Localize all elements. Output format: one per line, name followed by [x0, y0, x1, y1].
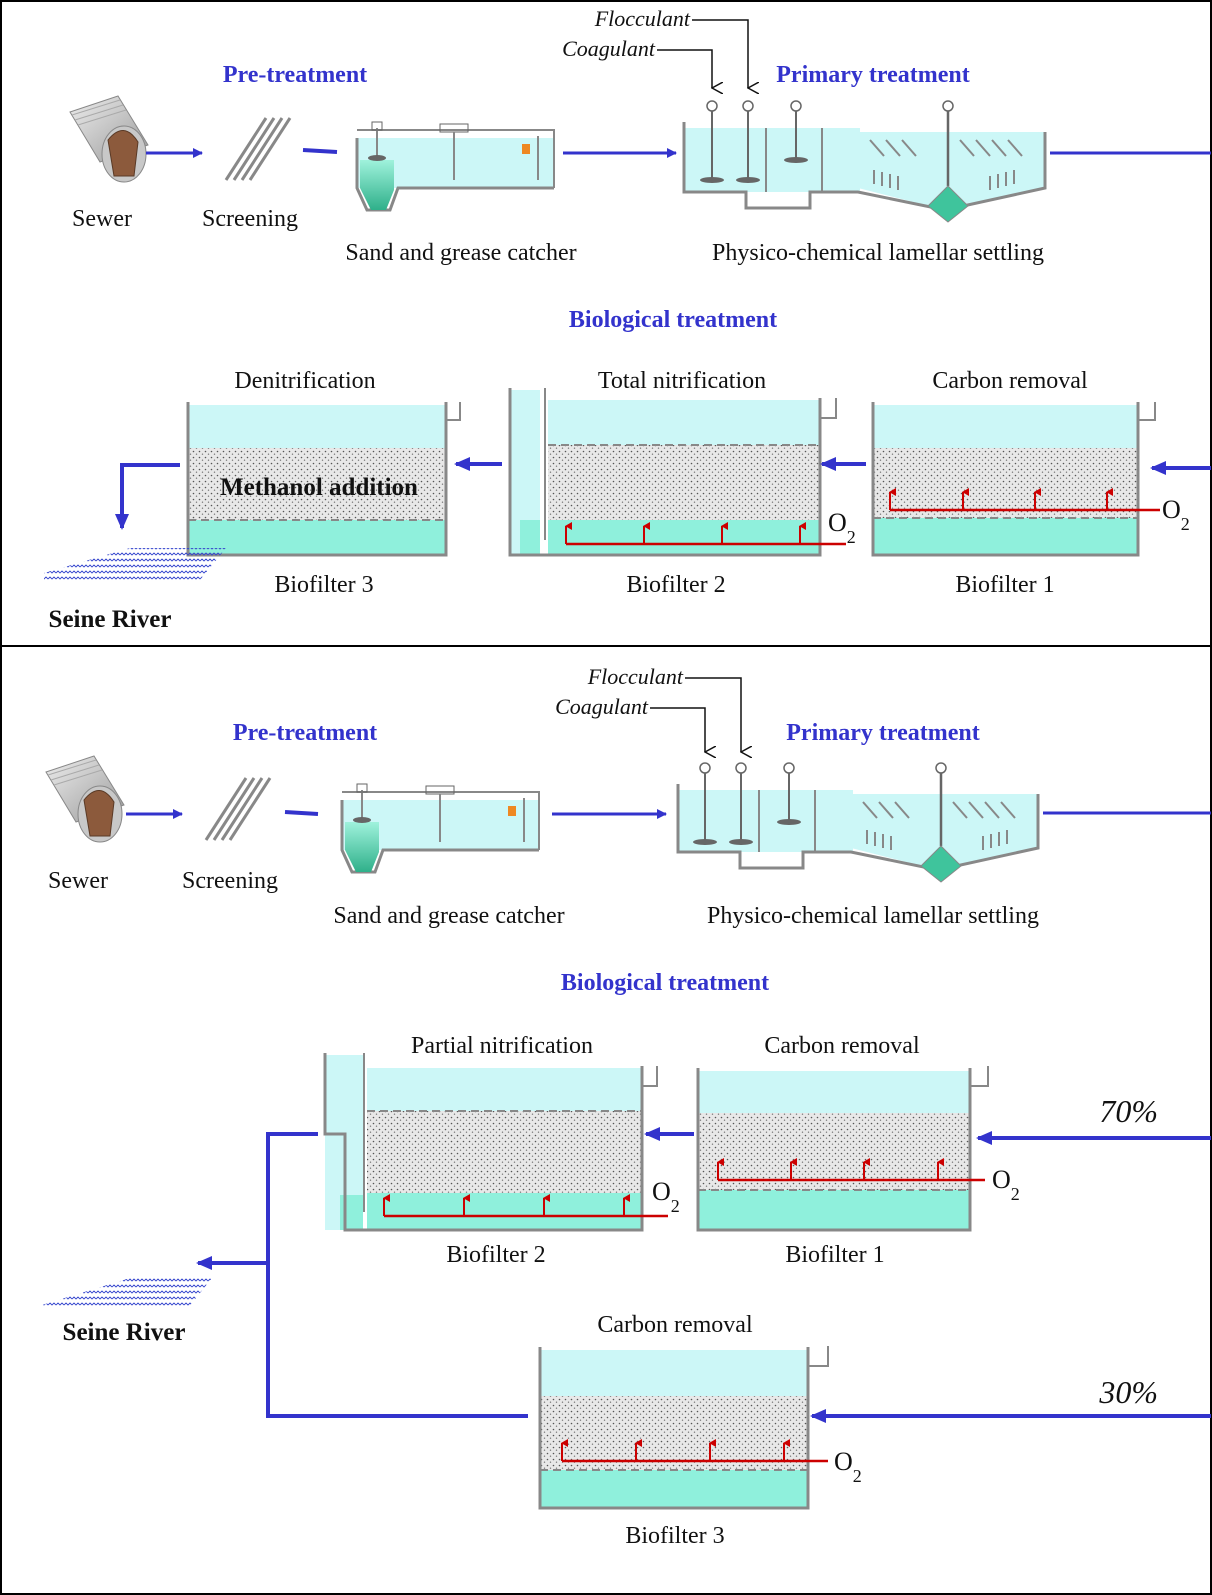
oxygen-label: O2	[652, 1177, 680, 1216]
biofilter-2-label: Biofilter 2	[626, 572, 725, 598]
sewer-label: Sewer	[48, 868, 108, 894]
sand-grease-catcher-icon	[340, 783, 540, 874]
biofilter-3-tank: O2	[538, 1346, 862, 1510]
biofilter-3-label: Biofilter 3	[625, 1523, 724, 1549]
lamellar-settler-icon	[676, 762, 1040, 883]
screening-icon	[204, 777, 272, 841]
flow-segment	[284, 810, 319, 816]
flocculant-arrow	[692, 19, 748, 88]
sand-grease-label: Sand and grease catcher	[333, 903, 564, 929]
biofilter-1-tank: O2	[871, 402, 1190, 557]
flocculant-arrow	[685, 677, 741, 752]
primary-heading: Primary treatment	[786, 720, 979, 746]
pretreatment-heading: Pre-treatment	[223, 62, 367, 88]
coagulant-arrow	[657, 49, 712, 88]
primary-heading: Primary treatment	[776, 62, 969, 88]
oxygen-label: O2	[992, 1165, 1020, 1204]
biofilter-1-label: Biofilter 1	[785, 1242, 884, 1268]
biofilter-2-label: Biofilter 2	[446, 1242, 545, 1268]
coagulant-label: Coagulant	[555, 694, 649, 719]
outflow-line	[266, 1132, 528, 1418]
oxygen-label: O2	[828, 508, 856, 547]
physico-label: Physico-chemical lamellar settling	[707, 903, 1039, 929]
biofilter-1-tank: O2	[696, 1066, 1020, 1232]
panel-2-frame	[0, 645, 1212, 1595]
screening-icon	[224, 117, 292, 181]
methanol-label: Methanol addition	[220, 474, 418, 501]
flow-segment	[302, 148, 338, 154]
denitrification-label: Denitrification	[234, 368, 375, 394]
oxygen-label: O2	[834, 1447, 862, 1486]
lamellar-settler-icon	[682, 100, 1047, 223]
screening-label: Screening	[182, 868, 278, 894]
seine-river-label: Seine River	[49, 606, 172, 633]
biofilter-3-tank: Methanol addition	[186, 402, 461, 557]
screening-label: Screening	[202, 206, 298, 232]
panel-1: Flocculant Coagulant Pre-treatment Prima…	[44, 6, 1211, 633]
coagulant-label: Coagulant	[562, 36, 656, 61]
physico-label: Physico-chemical lamellar settling	[712, 240, 1044, 266]
carbon-removal-label: Carbon removal	[932, 368, 1088, 394]
carbon-removal-label: Carbon removal	[764, 1033, 920, 1059]
air-diffusers	[717, 1158, 944, 1180]
sand-grease-label: Sand and grease catcher	[345, 240, 576, 266]
biofilter-1-label: Biofilter 1	[955, 572, 1054, 598]
seine-river-label: Seine River	[63, 1319, 186, 1346]
air-diffusers	[383, 1194, 630, 1216]
partial-nitrification-label: Partial nitrification	[411, 1033, 593, 1059]
biofilter-2-tank: O2	[323, 1053, 680, 1232]
sand-grease-catcher-icon	[355, 121, 555, 212]
carbon-removal-label: Carbon removal	[597, 1312, 753, 1338]
flocculant-label: Flocculant	[587, 664, 684, 689]
split-30-label: 30%	[1098, 1374, 1158, 1410]
biofilter-3-label: Biofilter 3	[274, 572, 373, 598]
oxygen-label: O2	[1162, 495, 1190, 534]
biofilter-2-tank: O2	[508, 388, 856, 557]
coagulant-arrow	[650, 707, 705, 752]
air-diffusers	[561, 1439, 790, 1461]
sewer-label: Sewer	[72, 206, 132, 232]
total-nitrification-label: Total nitrification	[598, 368, 766, 394]
flocculant-label: Flocculant	[594, 6, 691, 31]
flow-arrow	[115, 463, 180, 530]
air-diffusers	[565, 522, 806, 544]
pretreatment-heading: Pre-treatment	[233, 720, 377, 746]
river-icon	[42, 1278, 212, 1308]
air-diffusers	[889, 488, 1113, 510]
split-70-label: 70%	[1099, 1093, 1158, 1129]
sewer-icon	[45, 755, 125, 843]
river-icon	[44, 548, 226, 580]
biological-heading: Biological treatment	[561, 970, 769, 996]
sewer-icon	[69, 95, 149, 183]
panel-2: Flocculant Coagulant Pre-treatment Prima…	[42, 664, 1211, 1549]
biological-heading: Biological treatment	[569, 307, 777, 333]
